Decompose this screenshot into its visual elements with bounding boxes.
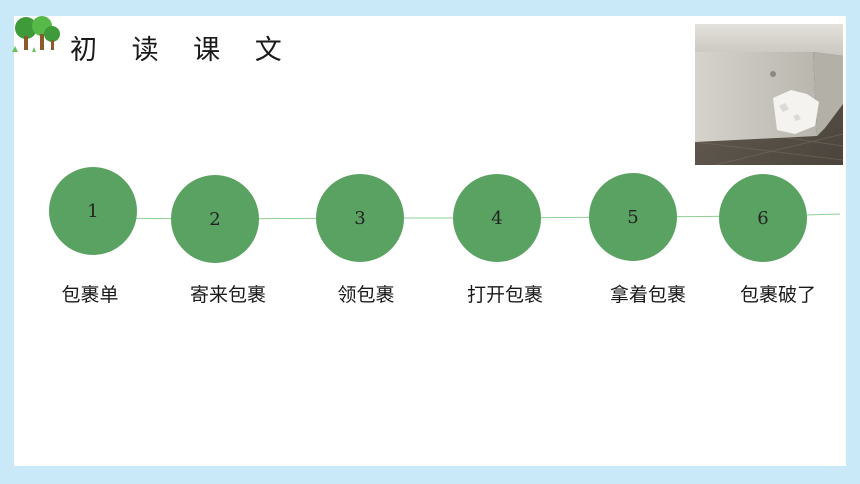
step-label-4: 打开包裹 xyxy=(466,284,544,306)
step-circle-1: 1 xyxy=(49,167,137,255)
step-label-3: 领包裹 xyxy=(337,284,395,306)
step-number: 4 xyxy=(491,207,503,229)
damaged-package-photo xyxy=(695,24,843,165)
step-label-2: 寄来包裹 xyxy=(189,284,267,306)
step-number: 6 xyxy=(757,207,769,229)
step-number: 2 xyxy=(209,208,221,230)
step-number: 5 xyxy=(627,206,639,228)
step-number: 3 xyxy=(354,207,366,229)
step-label-5: 拿着包裹 xyxy=(609,284,687,306)
step-label-1: 包裹单 xyxy=(61,284,119,306)
page-title: 初 读 课 文 xyxy=(70,35,295,66)
step-number: 1 xyxy=(87,200,99,222)
step-circle-2: 2 xyxy=(171,175,259,263)
step-circle-6: 6 xyxy=(719,174,807,262)
tree-logo-icon xyxy=(12,16,60,52)
step-circle-3: 3 xyxy=(316,174,404,262)
step-circle-5: 5 xyxy=(589,173,677,261)
step-circle-4: 4 xyxy=(453,174,541,262)
step-label-6: 包裹破了 xyxy=(739,284,817,306)
